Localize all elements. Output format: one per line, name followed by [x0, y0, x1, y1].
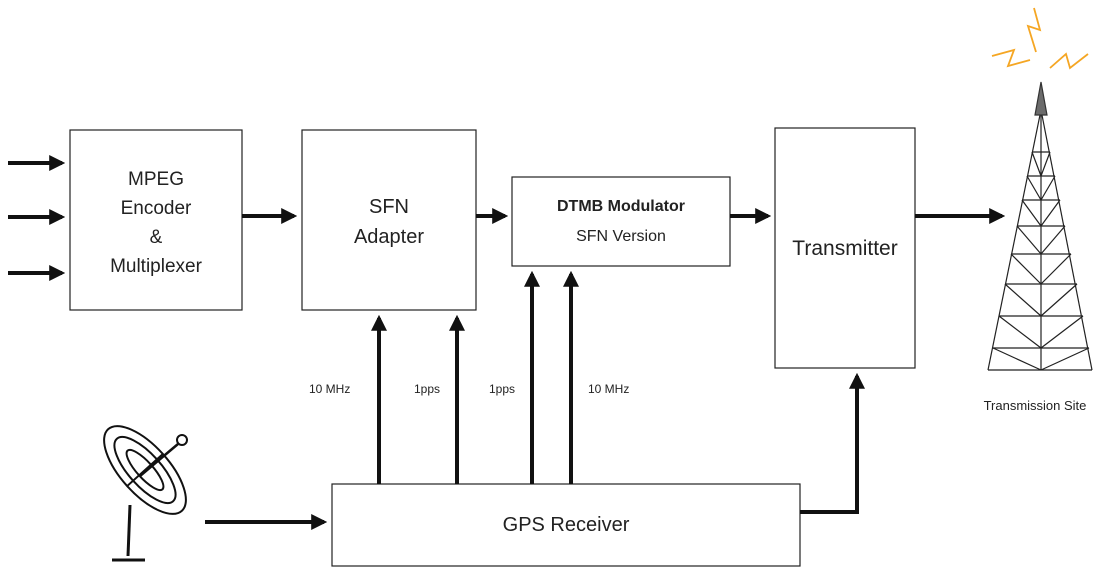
gps-receiver-block	[331, 483, 801, 567]
satellite-dish-icon	[103, 425, 188, 562]
sfn-10mhz-label: 10 MHz	[309, 382, 350, 396]
mpeg-label-4: Multiplexer	[110, 256, 203, 277]
dtmb-10mhz-label: 10 MHz	[588, 382, 629, 396]
gps-to-transmitter-arrow	[800, 372, 865, 514]
dtmb-title: DTMB Modulator	[557, 198, 685, 215]
mpeg-encoder-block	[69, 129, 243, 311]
sfn-adapter-label-1: SFN	[369, 196, 409, 218]
mpeg-label-1: MPEG	[128, 169, 184, 190]
sfn-adapter-label-2: Adapter	[354, 226, 424, 248]
mpeg-label-2: Encoder	[121, 198, 192, 219]
dtmb-1pps-label: 1pps	[489, 382, 515, 396]
transmission-site-label: Transmission Site	[984, 398, 1087, 413]
gps-receiver-label: GPS Receiver	[503, 514, 630, 536]
sfn-adapter-block	[301, 129, 477, 311]
transmission-tower-icon	[987, 81, 1093, 371]
transmitter-block	[774, 127, 916, 369]
mpeg-label-3: &	[150, 227, 163, 248]
broadcast-signal-icon	[991, 7, 1089, 70]
transmitter-label: Transmitter	[792, 237, 897, 260]
dtmb-subtitle: SFN Version	[576, 228, 666, 245]
dtmb-modulator-block	[511, 176, 731, 267]
sfn-1pps-label: 1pps	[414, 382, 440, 396]
